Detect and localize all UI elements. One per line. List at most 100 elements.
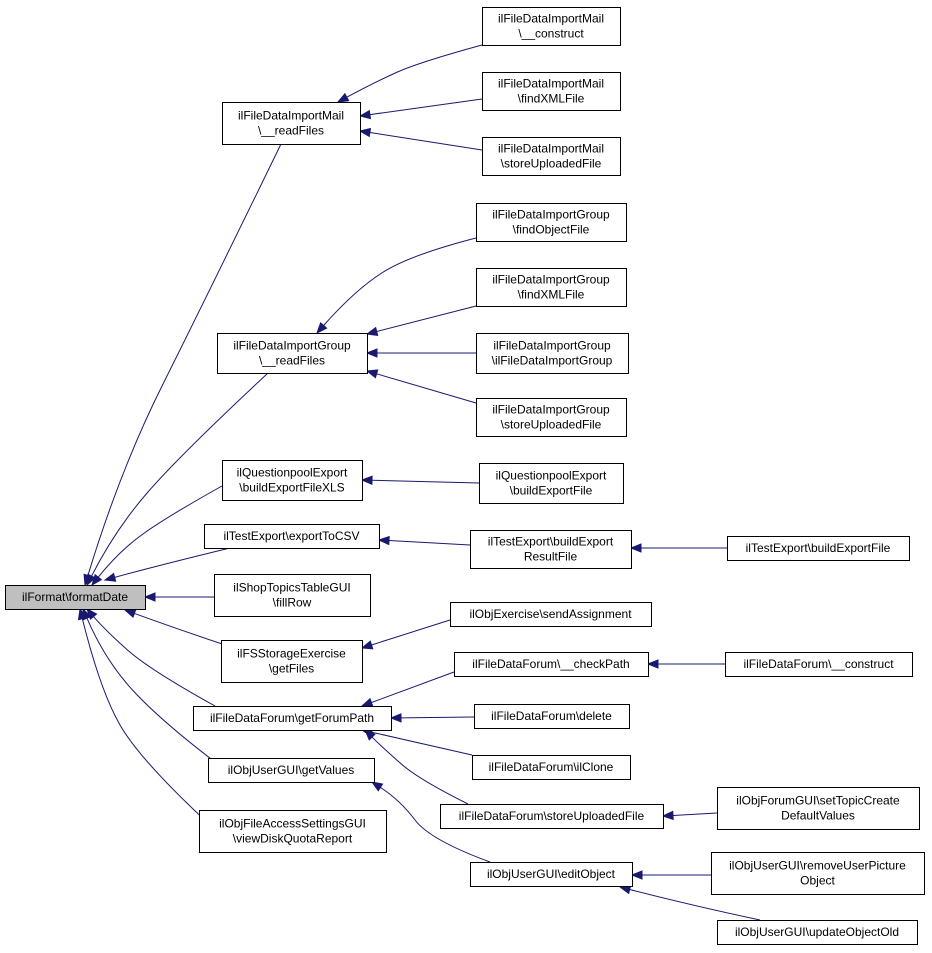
arrowhead-icon — [86, 573, 96, 587]
node-fa_quota[interactable]: ilObjFileAccessSettingsGUI\viewDiskQuota… — [199, 810, 387, 853]
edge-fa_quota-to-root — [77, 607, 211, 826]
node-box — [717, 787, 920, 830]
node-box — [204, 524, 380, 549]
node-mail_findxml[interactable]: ilFileDataImportMail\findXMLFile — [482, 72, 621, 111]
edge-line — [672, 812, 718, 816]
edge-line — [369, 98, 483, 116]
edge-grp_read-to-root — [86, 372, 269, 587]
node-label: \storeUploadedFile — [501, 157, 602, 171]
node-label: ilFileDataImportMail — [498, 77, 604, 91]
node-box — [482, 137, 621, 176]
node-forumgui_set[interactable]: ilObjForumGUI\setTopicCreateDefaultValue… — [717, 787, 920, 830]
node-te_build[interactable]: ilTestExport\buildExportFile — [727, 536, 910, 561]
arrowhead-icon — [103, 572, 117, 582]
node-box — [474, 704, 630, 729]
edge-line — [369, 132, 483, 151]
node-grp_read[interactable]: ilFileDataImportGroup\__readFiles — [217, 333, 368, 374]
node-label: ilFileDataForum\__construct — [743, 657, 894, 671]
edge-ugui_remove-to-ugui_edit — [630, 870, 711, 880]
node-label: \buildExportFile — [510, 484, 593, 498]
node-box — [222, 460, 363, 501]
graph-edges — [77, 44, 761, 921]
node-label: \fillRow — [273, 596, 312, 610]
node-label: ilTestExport\buildExport — [488, 535, 614, 549]
node-label: \storeUploadedFile — [501, 418, 602, 432]
edge-line — [323, 237, 477, 326]
edge-line — [376, 305, 477, 332]
edge-line — [114, 547, 231, 578]
node-label: ilTestExport\buildExportFile — [746, 541, 891, 555]
node-label: ilFormat\formatDate — [22, 590, 128, 604]
node-ugui_getvalues[interactable]: ilObjUserGUI\getValues — [208, 758, 375, 783]
edge-line — [388, 540, 471, 546]
edge-line — [371, 731, 473, 756]
edge-line — [91, 372, 269, 577]
node-grp_ctor[interactable]: ilFileDataImportGroup\ilFileDataImportGr… — [476, 333, 629, 374]
node-label: DefaultValues — [781, 809, 855, 823]
node-forum_check[interactable]: ilFileDataForum\__checkPath — [454, 652, 649, 677]
graph-nodes: ilFormat\formatDateilFileDataImportMail\… — [5, 7, 925, 945]
edge-line — [371, 671, 455, 704]
node-forum_path[interactable]: ilFileDataForum\getForumPath — [193, 706, 392, 731]
node-ugui_update[interactable]: ilObjUserGUI\updateObjectOld — [717, 920, 918, 945]
node-box — [217, 333, 368, 374]
node-forum_delete[interactable]: ilFileDataForum\delete — [474, 704, 630, 729]
node-box — [725, 652, 913, 677]
edge-line — [371, 736, 469, 805]
edge-te_csv-to-root — [103, 547, 231, 582]
node-label: ilFileDataImportGroup — [492, 403, 610, 417]
edge-ugui_getvalues-to-root — [82, 607, 216, 763]
node-shop_fill[interactable]: ilShopTopicsTableGUI\fillRow — [214, 574, 371, 617]
node-forum_store[interactable]: ilFileDataForum\storeUploadedFile — [440, 804, 664, 829]
node-label: Object — [800, 874, 835, 888]
node-mail_read[interactable]: ilFileDataImportMail\__readFiles — [222, 102, 361, 145]
edge-te_build-to-te_result — [629, 543, 727, 553]
node-grp_findxml[interactable]: ilFileDataImportGroup\findXMLFile — [476, 268, 627, 307]
node-label: \findXMLFile — [518, 288, 585, 302]
node-te_csv[interactable]: ilTestExport\exportToCSV — [204, 524, 380, 549]
node-forum_clone[interactable]: ilFileDataForum\ilClone — [472, 755, 631, 780]
node-label: \findXMLFile — [518, 92, 585, 106]
arrowhead-icon — [629, 543, 642, 553]
node-ugui_edit[interactable]: ilObjUserGUI\editObject — [470, 862, 633, 887]
edge-line — [629, 889, 761, 921]
edge-grp_ctor-to-grp_read — [365, 348, 476, 358]
node-grp_findobj[interactable]: ilFileDataImportGroup\findObjectFile — [476, 203, 627, 242]
node-box — [221, 640, 363, 683]
node-label: \viewDiskQuotaReport — [233, 832, 353, 846]
node-fs_getfiles[interactable]: ilFSStorageExercise\getFiles — [221, 640, 363, 683]
node-box — [479, 463, 624, 504]
node-label: \ilFileDataImportGroup — [492, 354, 613, 368]
node-ex_send[interactable]: ilObjExercise\sendAssignment — [450, 602, 652, 627]
node-grp_store[interactable]: ilFileDataImportGroup\storeUploadedFile — [476, 398, 627, 437]
node-label: \getFiles — [269, 662, 314, 676]
node-qp_build[interactable]: ilQuestionpoolExport\buildExportFile — [479, 463, 624, 504]
node-mail_store[interactable]: ilFileDataImportMail\storeUploadedFile — [482, 137, 621, 176]
edge-forum_check-to-forum_path — [360, 671, 455, 707]
node-box — [717, 920, 918, 945]
edge-ex_send-to-fs_getfiles — [360, 619, 451, 650]
node-box — [440, 804, 664, 829]
arrowhead-icon — [377, 535, 390, 546]
edge-te_result-to-te_csv — [377, 535, 471, 546]
edge-forumgui_set-to-forum_store — [661, 810, 718, 821]
edge-grp_store-to-grp_read — [365, 369, 477, 404]
node-root[interactable]: ilFormat\formatDate — [5, 585, 146, 610]
node-forum_construct[interactable]: ilFileDataForum\__construct — [725, 652, 913, 677]
edge-forum_clone-to-forum_path — [360, 727, 473, 756]
node-box — [482, 7, 621, 46]
node-box — [476, 203, 627, 242]
arrowhead-icon — [364, 729, 376, 741]
node-qp_xls[interactable]: ilQuestionpoolExport\buildExportFileXLS — [222, 460, 363, 501]
node-mail_construct[interactable]: ilFileDataImportMail\__construct — [482, 7, 621, 46]
node-box — [454, 652, 649, 677]
edge-mail_construct-to-mail_read — [336, 44, 483, 103]
arrowhead-icon — [646, 659, 659, 669]
arrowhead-icon — [358, 109, 372, 120]
node-label: ilObjUserGUI\updateObjectOld — [735, 925, 899, 939]
arrowhead-icon — [630, 870, 643, 880]
node-box — [476, 333, 629, 374]
node-label: \__construct — [518, 27, 584, 41]
